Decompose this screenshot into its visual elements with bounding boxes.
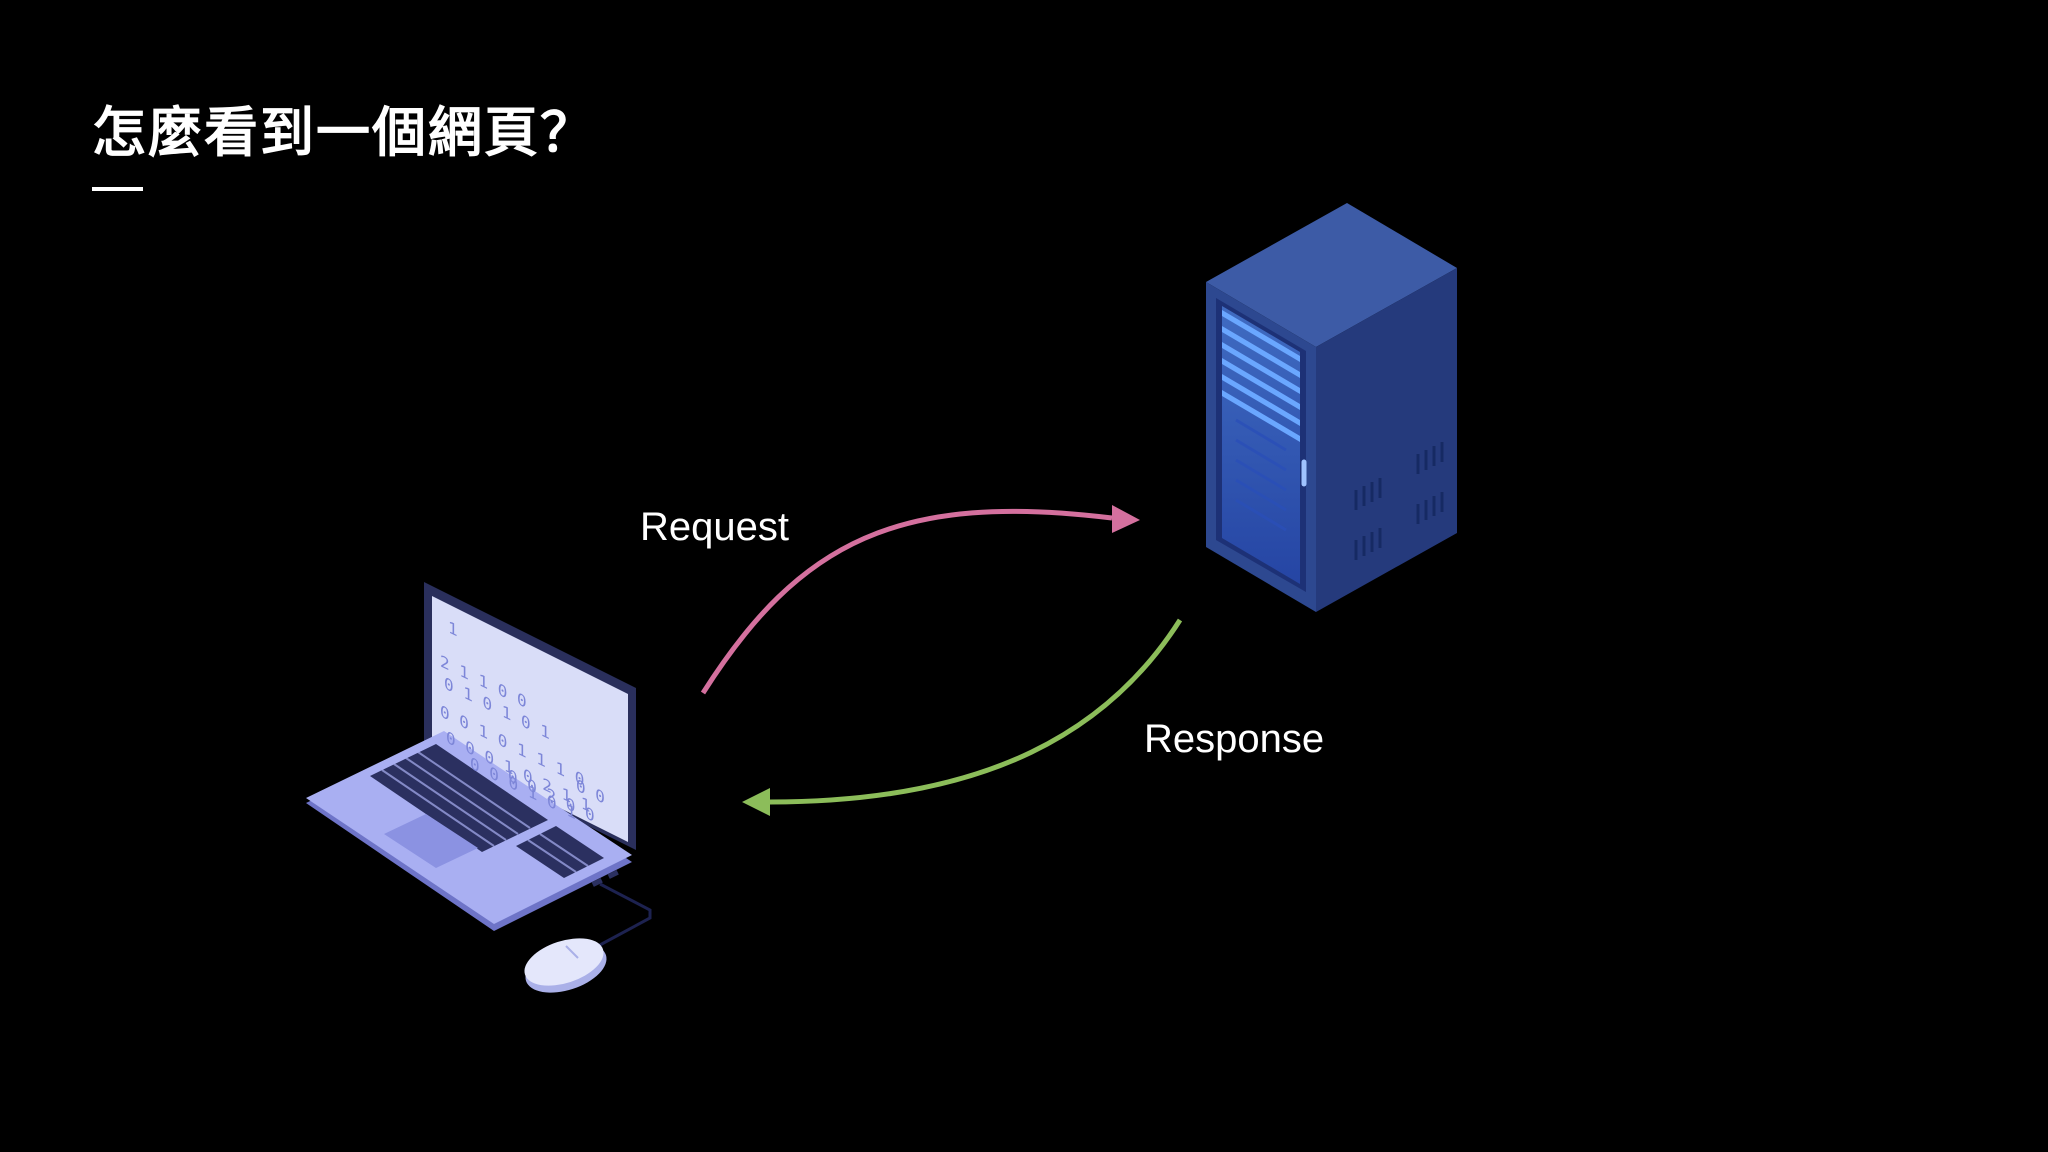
server-rack-icon [1206,203,1457,612]
response-arrow [742,618,1183,816]
response-label: Response [1144,717,1325,761]
request-arrow [700,505,1140,695]
request-label: Request [640,505,789,549]
screen-digit-row: 1 [448,617,458,641]
laptop-icon [306,582,636,931]
title-underline [92,187,143,191]
slide-title: 怎麼看到一個網頁？ [92,101,596,164]
mouse-icon [524,882,652,993]
